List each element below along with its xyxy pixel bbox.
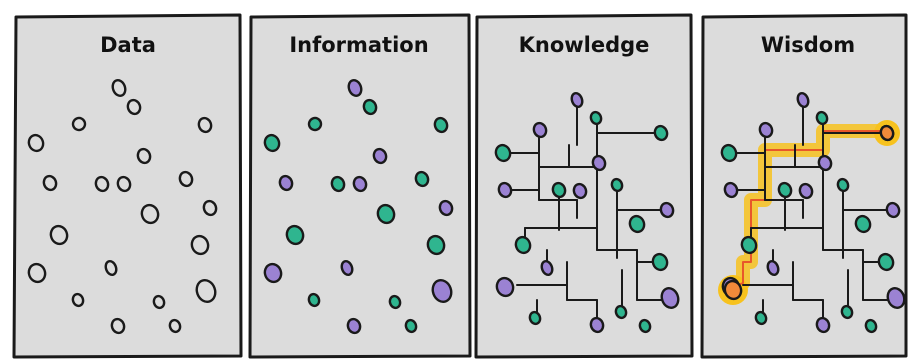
- green-dot: [740, 235, 758, 255]
- empty-dot: [71, 292, 85, 308]
- empty-dot: [27, 133, 45, 153]
- wisdom-network: [720, 92, 906, 334]
- green-dot: [414, 170, 430, 188]
- empty-dot: [49, 224, 69, 246]
- empty-dot: [136, 147, 152, 165]
- empty-dot: [104, 260, 118, 276]
- empty-dot: [94, 175, 110, 193]
- purple-dot: [723, 181, 739, 199]
- green-dot: [877, 252, 895, 272]
- green-dot: [307, 116, 323, 132]
- green-dot: [433, 116, 449, 134]
- empty-dot: [152, 294, 166, 310]
- empty-dot: [140, 203, 160, 225]
- purple-dot: [885, 201, 901, 219]
- green-dot: [777, 181, 793, 199]
- green-dot: [864, 318, 878, 334]
- empty-dot: [195, 279, 217, 303]
- purple-dot: [495, 276, 515, 298]
- panel-title: Wisdom: [761, 33, 855, 57]
- green-dot: [426, 234, 446, 256]
- purple-dot: [589, 316, 605, 334]
- purple-dot: [372, 147, 388, 165]
- empty-dot: [202, 199, 218, 217]
- panel-wisdom: Wisdom: [700, 13, 908, 359]
- green-dot: [528, 310, 542, 326]
- purple-dot: [431, 279, 453, 303]
- highlight-start-dot: [723, 279, 743, 301]
- highlight-end-dot: [879, 124, 895, 142]
- empty-dot: [178, 170, 194, 188]
- data-dots: [27, 79, 218, 335]
- empty-dot: [116, 175, 132, 193]
- green-dot: [514, 235, 532, 255]
- green-dot: [854, 214, 872, 234]
- panel-title: Knowledge: [519, 33, 650, 57]
- green-dot: [362, 98, 378, 116]
- purple-dot: [497, 181, 513, 199]
- purple-dot: [346, 317, 362, 335]
- knowledge-network: [494, 92, 680, 334]
- purple-dot: [766, 260, 780, 276]
- purple-dot: [532, 121, 548, 139]
- purple-dot: [591, 154, 607, 172]
- green-dot: [815, 110, 829, 126]
- green-dot: [285, 224, 305, 246]
- purple-dot: [263, 262, 283, 284]
- panel-knowledge: Knowledge: [474, 13, 694, 359]
- green-dot: [551, 181, 567, 199]
- purple-dot: [796, 92, 810, 108]
- green-dot: [836, 177, 850, 193]
- green-dot: [330, 175, 346, 193]
- empty-dot: [71, 116, 87, 132]
- purple-dot: [347, 79, 363, 97]
- green-dot: [404, 318, 418, 334]
- green-dot: [614, 304, 628, 320]
- green-dot: [263, 133, 281, 153]
- purple-dot: [886, 287, 906, 309]
- panel-data: Data: [12, 13, 243, 359]
- purple-dot: [340, 260, 354, 276]
- empty-dot: [27, 262, 47, 284]
- purple-dot: [438, 199, 454, 217]
- green-dot: [653, 124, 669, 142]
- green-dot: [651, 252, 669, 272]
- purple-dot: [540, 260, 554, 276]
- empty-dot: [197, 116, 213, 134]
- information-dots: [263, 79, 454, 335]
- purple-dot: [352, 175, 368, 193]
- purple-dot: [659, 201, 675, 219]
- panel-title: Data: [100, 33, 156, 57]
- green-dot: [388, 294, 402, 310]
- purple-dot: [815, 316, 831, 334]
- empty-dot: [190, 234, 210, 256]
- purple-dot: [278, 174, 294, 192]
- purple-dot: [572, 182, 588, 200]
- purple-dot: [570, 92, 584, 108]
- panel-information: Information: [248, 13, 472, 359]
- empty-dot: [126, 98, 142, 116]
- green-dot: [307, 292, 321, 308]
- empty-dot: [111, 79, 127, 97]
- green-dot: [720, 143, 738, 163]
- empty-dot: [110, 317, 126, 335]
- green-dot: [638, 318, 652, 334]
- green-dot: [628, 214, 646, 234]
- green-dot: [589, 110, 603, 126]
- green-dot: [840, 304, 854, 320]
- green-dot: [610, 177, 624, 193]
- green-dot: [376, 203, 396, 225]
- purple-dot: [817, 154, 833, 172]
- empty-dot: [168, 318, 182, 334]
- green-dot: [754, 310, 768, 326]
- panel-title: Information: [289, 33, 428, 57]
- purple-dot: [758, 121, 774, 139]
- green-dot: [494, 143, 512, 163]
- purple-dot: [660, 287, 680, 309]
- purple-dot: [798, 182, 814, 200]
- empty-dot: [42, 174, 58, 192]
